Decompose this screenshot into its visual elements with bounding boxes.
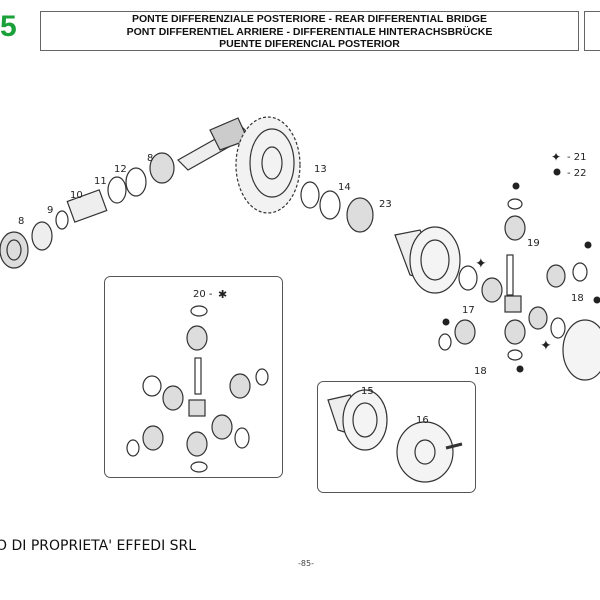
callout-17: 17 (462, 305, 475, 316)
callout-15: 15 (361, 386, 374, 397)
callout-10: 10 (70, 190, 83, 201)
inset-spider-gears (104, 276, 283, 478)
ownership-notice: O DI PROPRIETA' EFFEDI SRL (0, 538, 197, 554)
callout-20: 20 - (193, 289, 213, 300)
callout-18: 18 (571, 293, 584, 304)
callout-9: 9 (47, 205, 53, 216)
star-marker: ✦ (540, 338, 552, 354)
legend-dot-label: - 22 (567, 168, 587, 179)
callout-19: 19 (527, 238, 540, 249)
callout-8b: 8 (147, 153, 153, 164)
star-legend-icon: ✦ (551, 150, 561, 164)
inset-housing-parts (327, 389, 463, 483)
title-italian-english: PONTE DIFFERENZIALE POSTERIORE - REAR DI… (131, 13, 488, 25)
callout-13: 13 (314, 164, 327, 175)
legend-star-label: - 21 (567, 152, 587, 163)
callout-23: 23 (379, 199, 392, 210)
callout-11: 11 (94, 176, 107, 187)
page-number: -85- (298, 559, 314, 568)
callout-14: 14 (338, 182, 351, 193)
header-side-box (584, 11, 600, 51)
markers: ✦ ✦ (442, 182, 600, 373)
callout-8: 8 (18, 216, 24, 227)
callout-18b: 18 (474, 366, 487, 377)
section-number: 5 (0, 10, 17, 43)
title-spanish: PUENTE DIFERENCIAL POSTERIOR (219, 38, 400, 50)
star-marker: ✱ (218, 288, 227, 301)
callout-12: 12 (114, 164, 127, 175)
title-french-german: PONT DIFFERENTIEL ARRIERE - DIFFERENTIAL… (126, 25, 493, 38)
star-marker: ✦ (475, 256, 487, 272)
page-title: PONTE DIFFERENZIALE POSTERIORE - REAR DI… (40, 11, 579, 51)
parts-drawing (0, 116, 600, 381)
inset-spider-parts (126, 305, 269, 473)
inset-housing (317, 381, 476, 493)
callout-16: 16 (416, 415, 429, 426)
dot-legend-icon (553, 168, 561, 176)
